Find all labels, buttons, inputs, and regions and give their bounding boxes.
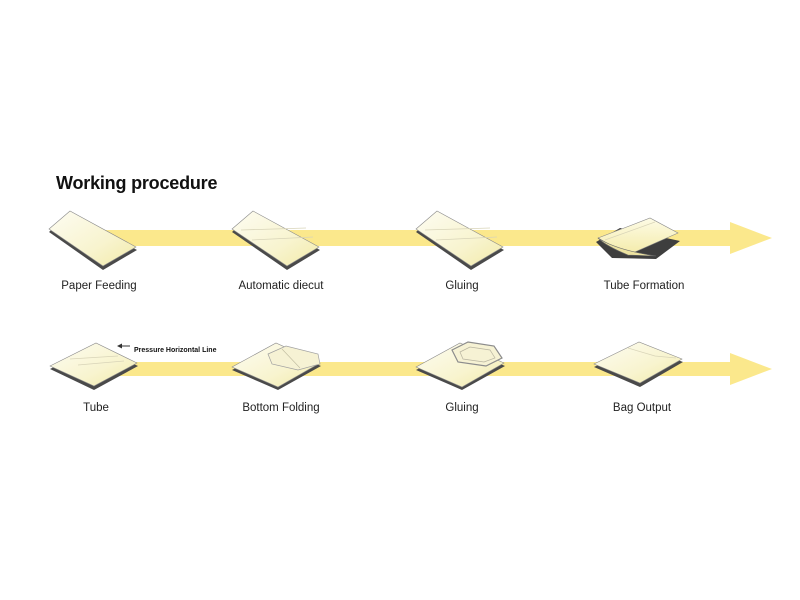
- step-label-bottom-gluing: Gluing: [445, 402, 479, 414]
- step-label-automatic-diecut: Automatic diecut: [238, 280, 324, 292]
- bottom-fold-icon: [231, 342, 321, 390]
- step-label-tube: Tube: [83, 402, 109, 414]
- step-label-gluing: Gluing: [445, 280, 479, 292]
- step-label-bag-output: Bag Output: [612, 402, 672, 414]
- step-label-tube-formation: Tube Formation: [603, 280, 685, 292]
- glued-sheet-icon: [415, 210, 504, 270]
- paper-tube-icon: [596, 217, 680, 259]
- diecut-sheet-icon: [231, 210, 320, 270]
- step-label-bottom-folding: Bottom Folding: [242, 402, 320, 414]
- bottom-glue-icon: [415, 341, 505, 390]
- step-label-paper-feeding: Paper Feeding: [61, 280, 137, 292]
- finished-bag-icon: [593, 341, 683, 387]
- page-title: Working procedure: [56, 173, 218, 193]
- flat-sheet-icon: [48, 210, 137, 270]
- pressure-line-annotation: Pressure Horizontal Line: [134, 347, 217, 354]
- flat-tube-icon: [49, 342, 138, 390]
- pressure-line-pointer-icon: [117, 343, 130, 349]
